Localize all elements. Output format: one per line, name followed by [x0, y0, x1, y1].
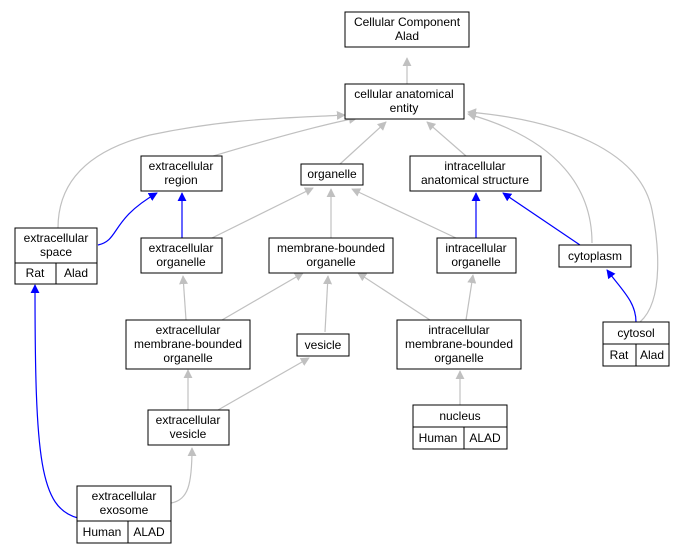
node-label-line1: extracellular: [149, 241, 214, 255]
edge-imb-to-mbo: [357, 272, 431, 321]
node-label-line2: space: [40, 245, 72, 259]
node-label-line1: extracellular: [92, 489, 157, 503]
node-label-line1: membrane-bounded: [277, 241, 385, 255]
svg-text:Rat: Rat: [26, 266, 45, 280]
svg-text:Human: Human: [419, 431, 458, 445]
node-label-line2: Alad: [395, 29, 419, 43]
edge-cytosol-to-cae: [467, 108, 659, 323]
svg-text:Alad: Alad: [640, 348, 664, 362]
svg-text:Alad: Alad: [64, 266, 88, 280]
node-label-line2: organelle: [451, 255, 501, 269]
gene-cell-alad: ALAD: [127, 520, 172, 544]
node-vesicle[interactable]: vesicle: [296, 333, 350, 357]
edge-extspace-to-extregion: [97, 192, 158, 246]
node-extracellular-vesicle[interactable]: extracellular vesicle: [147, 409, 230, 446]
edge-imb-to-icorganelle: [465, 274, 477, 321]
node-label-line1: cytoplasm: [568, 249, 622, 263]
gene-cell-alad: Alad: [635, 343, 670, 367]
edge-emb-to-mbo: [221, 272, 304, 321]
node-label-line2: organelle: [156, 255, 206, 269]
node-intracellular-membrane-bounded-organelle[interactable]: intracellular membrane-bounded organelle: [396, 319, 522, 370]
edge-exosome-to-extspace: [30, 284, 79, 519]
node-label-line2: region: [164, 173, 197, 187]
edge-exosome-to-extvesicle: [170, 447, 197, 504]
edge-extorganelle-to-organelle: [211, 187, 314, 239]
node-extracellular-membrane-bounded-organelle[interactable]: extracellular membrane-bounded organelle: [125, 319, 251, 370]
node-cytoplasm[interactable]: cytoplasm: [558, 244, 632, 268]
svg-text:Rat: Rat: [610, 348, 629, 362]
edge-organelle-to-cae: [339, 121, 387, 165]
node-cellular-anatomical-entity[interactable]: cellular anatomical entity: [344, 83, 465, 120]
species-cell-human: Human: [76, 520, 129, 544]
node-label-line3: organelle: [434, 351, 484, 365]
node-label-line1: intracellular: [445, 241, 506, 255]
gene-cell-alad: Alad: [55, 262, 98, 285]
edges: [30, 57, 659, 519]
edge-cytoplasm-to-cae: [467, 111, 593, 244]
species-cell-rat: Rat: [14, 262, 57, 285]
node-extracellular-exosome[interactable]: extracellular exosome Human ALAD: [76, 485, 172, 544]
node-intracellular-organelle[interactable]: intracellular organelle: [436, 237, 517, 274]
node-membrane-bounded-organelle[interactable]: membrane-bounded organelle: [268, 237, 394, 274]
gene-cell-alad: ALAD: [463, 426, 508, 450]
node-label-line1: extracellular: [156, 323, 221, 337]
node-label-line2: exosome: [100, 503, 149, 517]
node-extracellular-region[interactable]: extracellular region: [140, 155, 223, 192]
node-label-line1: cellular anatomical: [354, 87, 453, 101]
node-label-line1: Cellular Component: [354, 15, 461, 29]
edge-emb-to-extorganelle: [179, 275, 189, 321]
edge-extvesicle-to-vesicle: [217, 357, 310, 411]
node-label-line1: extracellular: [149, 159, 214, 173]
node-label-line1: nucleus: [439, 409, 480, 423]
node-label-line2: membrane-bounded: [134, 337, 242, 351]
edge-vesicle-to-mbo: [323, 275, 333, 333]
node-label-line1: cytosol: [617, 326, 654, 340]
edge-extspace-to-cae: [57, 110, 346, 229]
node-intracellular-anatomical-structure[interactable]: intracellular anatomical structure: [409, 155, 542, 192]
node-label-line1: organelle: [307, 167, 357, 181]
node-extracellular-organelle[interactable]: extracellular organelle: [140, 237, 223, 274]
node-label-line2: entity: [390, 101, 419, 115]
node-label-line1: extracellular: [24, 231, 89, 245]
edge-cytoplasm-to-ias: [502, 192, 581, 246]
edge-extregion-to-cae: [209, 115, 358, 158]
species-cell-rat: Rat: [602, 343, 637, 367]
node-cellular-component-root[interactable]: Cellular Component Alad: [344, 11, 470, 48]
svg-text:ALAD: ALAD: [469, 431, 501, 445]
node-label-line1: extracellular: [156, 413, 221, 427]
svg-text:Human: Human: [83, 525, 122, 539]
node-extracellular-space[interactable]: extracellular space Rat Alad: [14, 227, 98, 285]
node-nucleus[interactable]: nucleus Human ALAD: [412, 404, 508, 450]
edge-ias-to-cae: [426, 121, 467, 157]
node-organelle[interactable]: organelle: [300, 163, 364, 186]
node-label-line2: vesicle: [170, 427, 207, 441]
edge-icorganelle-to-organelle: [351, 188, 457, 239]
node-label-line2: anatomical structure: [421, 173, 529, 187]
node-label-line1: vesicle: [305, 338, 342, 352]
node-label-line3: organelle: [163, 351, 213, 365]
species-cell-human: Human: [412, 426, 465, 450]
node-label-line2: membrane-bounded: [405, 337, 513, 351]
node-label-line1: intracellular: [444, 159, 505, 173]
node-label-line1: intracellular: [428, 323, 489, 337]
svg-text:ALAD: ALAD: [133, 525, 165, 539]
node-cytosol[interactable]: cytosol Rat Alad: [602, 321, 670, 367]
node-label-line2: organelle: [306, 255, 356, 269]
edge-cytosol-to-cytoplasm: [606, 269, 637, 323]
